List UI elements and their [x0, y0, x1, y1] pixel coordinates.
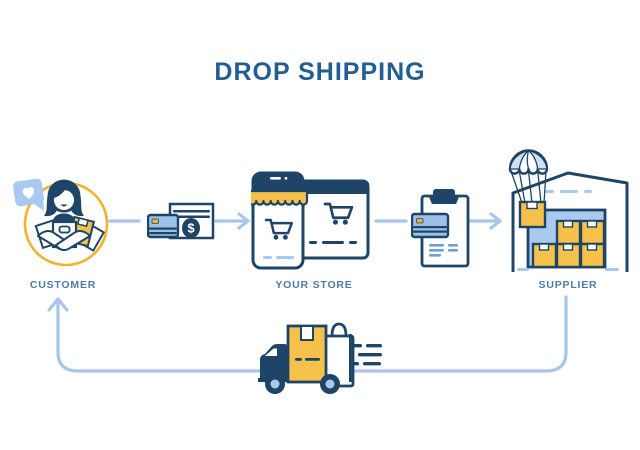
browser-window-icon: [298, 179, 370, 260]
arrow-order-to-supplier: [466, 212, 502, 230]
your-store-label: YOUR STORE: [275, 279, 353, 291]
supplier-label: SUPPLIER: [538, 279, 598, 291]
customer-with-packages-icon: [13, 178, 109, 267]
credit-card-icon: [147, 213, 180, 239]
speed-lines: [351, 344, 382, 366]
payment-card-money-icon: $: [147, 202, 215, 240]
truck-wheel-icon: [265, 374, 285, 394]
stacked-boxes-icon: [531, 219, 606, 269]
dollar-sign: $: [187, 221, 195, 236]
truck-wheel-icon: [320, 374, 340, 394]
warehouse-parachute-delivery-icon: [508, 149, 629, 272]
cart-icon: [264, 218, 293, 240]
arrow-up-to-customer: [47, 297, 69, 312]
customer-packages: [34, 215, 106, 252]
credit-card-icon: [411, 212, 450, 239]
storefront-phone-icon: [251, 171, 309, 270]
awning-icon: [251, 189, 309, 206]
heart-speech-bubble-icon: [13, 178, 45, 211]
order-clipboard-card-icon: [411, 189, 470, 268]
arrow-payment-to-store: [214, 212, 250, 230]
cargo-box-icon: [286, 324, 328, 384]
parachute-icon: [508, 149, 549, 229]
customer-label: CUSTOMER: [29, 279, 97, 291]
online-store-devices-icon: [251, 171, 370, 270]
truck-cab-icon: [260, 344, 288, 380]
page-title: DROP SHIPPING: [214, 58, 426, 86]
delivery-truck-icon: [258, 322, 382, 394]
cart-icon: [323, 202, 354, 225]
